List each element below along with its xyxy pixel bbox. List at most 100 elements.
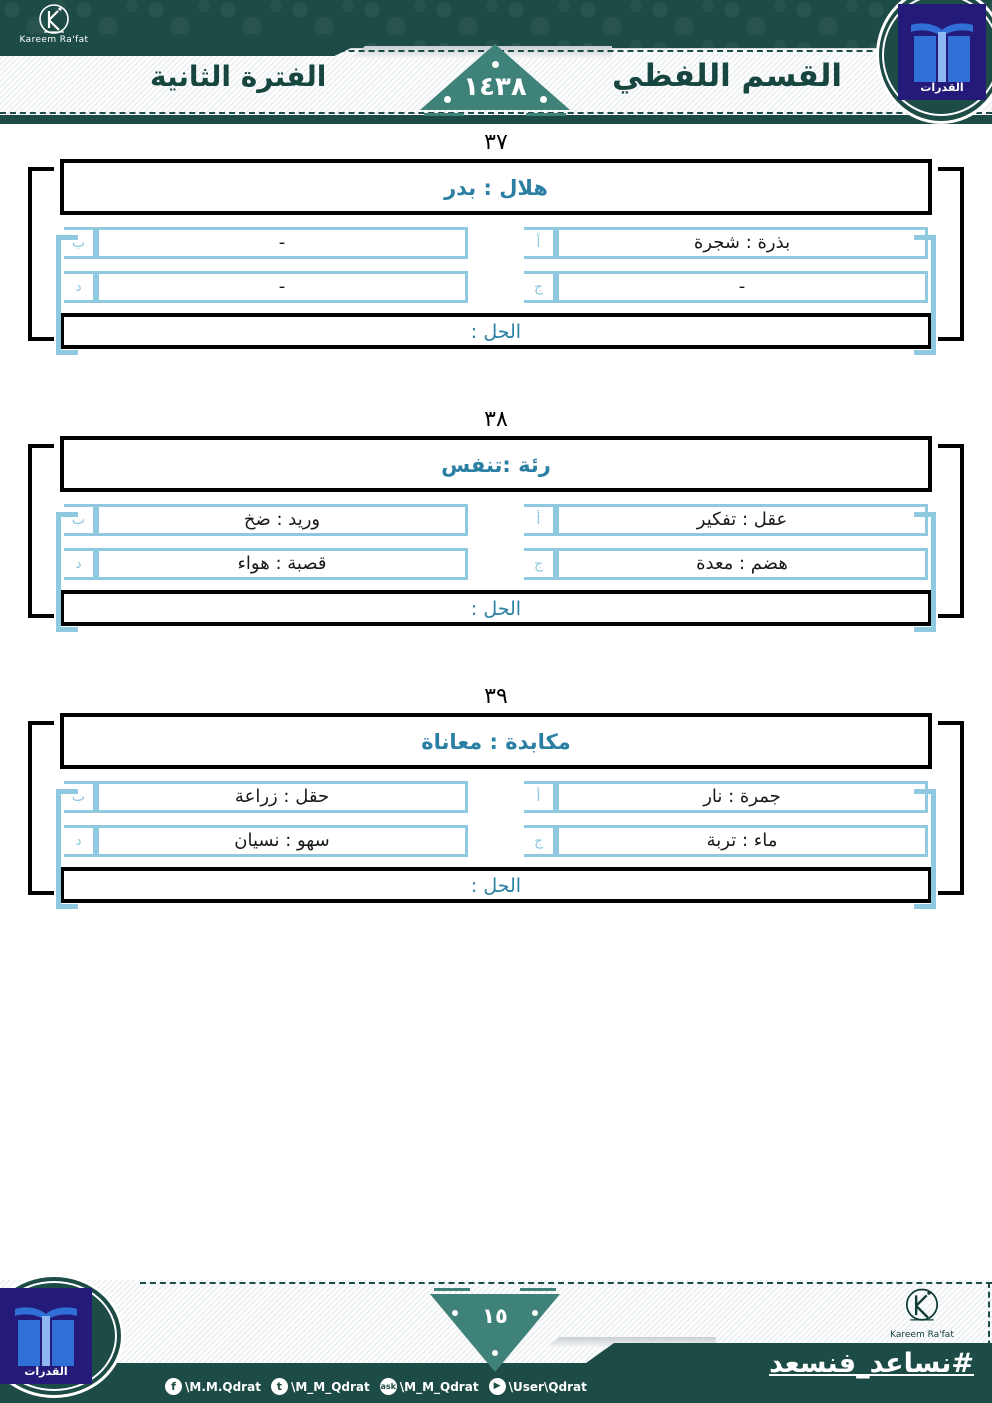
- option-d[interactable]: سهو : نسيان د: [64, 825, 468, 857]
- year-badge-underline-left: [424, 113, 464, 116]
- footer-dashed-line-top: [140, 1282, 992, 1284]
- social-ask[interactable]: ask \M_M_Qdrat: [379, 1378, 479, 1395]
- option-a-text[interactable]: جمرة : نار: [556, 781, 928, 813]
- book-logo-ring-inner-footer: [0, 1281, 117, 1391]
- option-c-text[interactable]: هضم : معدة: [556, 548, 928, 580]
- question-bracket-right: [938, 167, 964, 341]
- question-bracket-left: [28, 444, 54, 618]
- option-d-text[interactable]: -: [96, 271, 468, 303]
- social-links: f \M.M.Qdrat t \M_M_Qdrat ask \M_M_Qdrat…: [165, 1378, 587, 1395]
- book-logo-plate: القدرات: [898, 4, 986, 100]
- youtube-icon[interactable]: ▶: [488, 1378, 506, 1395]
- option-c[interactable]: هضم : معدة ج: [524, 548, 928, 580]
- qudrat-book-logo-footer: القدرات: [0, 1274, 134, 1400]
- page-badge-underline-right: [520, 1288, 556, 1291]
- solution-field[interactable]: الحل :: [60, 590, 932, 626]
- option-a[interactable]: عقل : تفكير أ: [524, 504, 928, 536]
- book-logo-label-footer: القدرات: [24, 1365, 68, 1378]
- book-logo-plate-footer: القدرات: [0, 1288, 92, 1384]
- k-monogram-icon: [36, 2, 72, 38]
- facebook-icon[interactable]: f: [165, 1378, 182, 1395]
- social-twitter[interactable]: t \M_M_Qdrat: [270, 1378, 370, 1395]
- options-bracket-left: [56, 512, 78, 632]
- solution-field[interactable]: الحل :: [60, 867, 932, 903]
- options-bracket-right: [914, 789, 936, 909]
- page-triangle-dot: [452, 1310, 458, 1316]
- question-stem: هلال : بدر: [60, 159, 932, 215]
- option-c-text[interactable]: ماء : تربة: [556, 825, 928, 857]
- option-d[interactable]: - د: [64, 271, 468, 303]
- option-b-text[interactable]: -: [96, 227, 468, 259]
- footer-dashed-line-right: [988, 1282, 990, 1376]
- year-badge-underline-right: [526, 113, 566, 116]
- options-row: جمرة : نار أ حقل : زراعة ب: [64, 781, 928, 813]
- page-badge-underline-left: [434, 1288, 470, 1291]
- option-c-letter: ج: [524, 271, 556, 303]
- question-stem: مكابدة : معاناة: [60, 713, 932, 769]
- kareem-rafat-label: Kareem Ra'fat: [19, 35, 89, 45]
- social-youtube[interactable]: ▶ \User\Qdrat: [488, 1378, 587, 1395]
- options-bracket-right: [914, 512, 936, 632]
- k-monogram-icon: [874, 1286, 970, 1332]
- twitter-handle: \M_M_Qdrat: [290, 1379, 370, 1394]
- option-b-text[interactable]: حقل : زراعة: [96, 781, 468, 813]
- question-number: ٣٨: [484, 407, 508, 432]
- page-title: القسم اللفظي: [611, 58, 842, 94]
- option-d-text[interactable]: سهو : نسيان: [96, 825, 468, 857]
- option-d-letter: د: [64, 548, 96, 580]
- option-c-text[interactable]: -: [556, 271, 928, 303]
- year-triangle-dot: [540, 96, 547, 103]
- options-row: بذرة : شجرة أ - ب: [64, 227, 928, 259]
- page-triangle-dot: [492, 1350, 498, 1356]
- kareem-rafat-logo: Kareem Ra'fat: [6, 2, 102, 50]
- options-bracket-left: [56, 789, 78, 909]
- header-shadow-wedge: [352, 46, 612, 58]
- option-b-text[interactable]: وريد : ضخ: [96, 504, 468, 536]
- solution-field[interactable]: الحل :: [60, 313, 932, 349]
- page-number-value: ١٥: [482, 1304, 508, 1328]
- book-logo-label: القدرات: [920, 81, 964, 94]
- page-number-badge: ١٥: [430, 1288, 560, 1374]
- option-c[interactable]: ماء : تربة ج: [524, 825, 928, 857]
- page-header: Kareem Ra'fat القسم اللفظي الفترة الثاني…: [0, 0, 992, 124]
- qudrat-book-logo-header: القدرات: [876, 0, 992, 124]
- option-d[interactable]: قصبة : هواء د: [64, 548, 468, 580]
- book-logo-ring-inner: [882, 0, 992, 116]
- header-dashed-line-bottom: [0, 112, 992, 114]
- option-d-text[interactable]: قصبة : هواء: [96, 548, 468, 580]
- twitter-icon[interactable]: t: [270, 1378, 288, 1395]
- option-a-text[interactable]: بذرة : شجرة: [556, 227, 928, 259]
- ask-icon[interactable]: ask: [379, 1378, 397, 1395]
- kareem-rafat-label-footer: Kareem Ra'fat: [890, 1330, 954, 1340]
- question-stem: رئة :تنفس: [60, 436, 932, 492]
- footer-green-wedge: [572, 1343, 992, 1373]
- page-triangle-dot: [532, 1310, 538, 1316]
- option-b[interactable]: وريد : ضخ ب: [64, 504, 468, 536]
- open-book-icon: [904, 14, 980, 90]
- option-b[interactable]: - ب: [64, 227, 468, 259]
- option-c[interactable]: - ج: [524, 271, 928, 303]
- option-a-letter: أ: [524, 781, 556, 813]
- option-a-text[interactable]: عقل : تفكير: [556, 504, 928, 536]
- facebook-handle: \M.M.Qdrat: [185, 1379, 261, 1394]
- option-d-letter: د: [64, 825, 96, 857]
- options-row: عقل : تفكير أ وريد : ضخ ب: [64, 504, 928, 536]
- option-b[interactable]: حقل : زراعة ب: [64, 781, 468, 813]
- option-a[interactable]: بذرة : شجرة أ: [524, 227, 928, 259]
- question-bracket-left: [28, 167, 54, 341]
- page-footer: ١٥ Kareem Ra'fat: [0, 1270, 992, 1403]
- question-block: هلال : بدر بذرة : شجرة أ - ب - ج -: [26, 159, 966, 355]
- option-d-letter: د: [64, 271, 96, 303]
- year-value: ١٤٣٨: [463, 72, 527, 102]
- options-bracket-right: [914, 235, 936, 355]
- option-a-letter: أ: [524, 504, 556, 536]
- question-bracket-right: [938, 444, 964, 618]
- footer-shadow-wedge: [546, 1337, 716, 1347]
- youtube-handle: \User\Qdrat: [508, 1379, 587, 1394]
- question-block: رئة :تنفس عقل : تفكير أ وريد : ضخ ب هضم …: [26, 436, 966, 632]
- option-c-letter: ج: [524, 548, 556, 580]
- social-facebook[interactable]: f \M.M.Qdrat: [165, 1378, 261, 1395]
- option-b-letter: ب: [64, 227, 96, 259]
- option-b-letter: ب: [64, 781, 96, 813]
- option-a[interactable]: جمرة : نار أ: [524, 781, 928, 813]
